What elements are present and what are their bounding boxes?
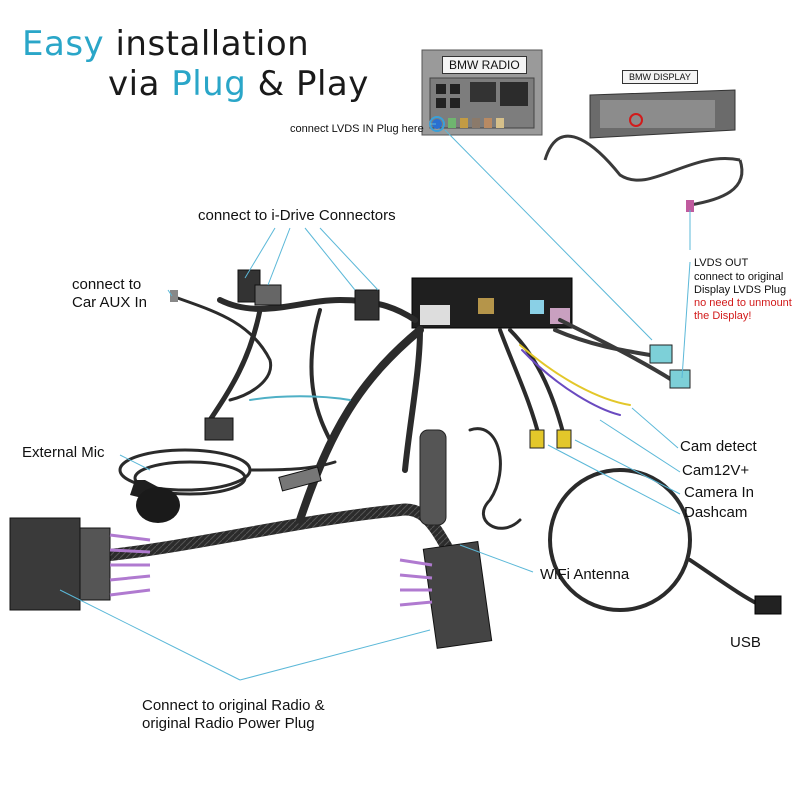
- headline-line-1: Easy installation: [22, 24, 309, 64]
- label-wifi-antenna: WiFi Antenna: [540, 566, 630, 583]
- headline-and-play: & Play: [257, 64, 369, 104]
- headline-easy: Easy: [22, 24, 105, 64]
- lvds-in-port: [432, 119, 442, 129]
- label-usb: USB: [730, 634, 761, 651]
- label-radio-power-1: Connect to original Radio &: [142, 697, 325, 714]
- headline-line-2: via Plug & Play: [108, 64, 369, 104]
- connectors: [9, 269, 782, 649]
- label-radio-power-2: original Radio Power Plug: [142, 715, 315, 732]
- label-aux-2: Car AUX In: [72, 294, 148, 311]
- label-lvds-out-1: LVDS OUT: [694, 257, 749, 269]
- label-cam12v: Cam12V+: [682, 462, 750, 479]
- headline-installation: installation: [115, 24, 310, 64]
- label-dashcam: Dashcam: [684, 504, 748, 521]
- label-lvds-out-warning-2: the Display!: [694, 310, 752, 322]
- headline-via: via: [108, 64, 160, 104]
- cable-harness: [104, 294, 762, 612]
- label-lvds-in: connect LVDS IN Plug here: [290, 123, 424, 135]
- bmw-display-unit: [543, 89, 744, 212]
- headline-plug: Plug: [171, 64, 247, 104]
- label-cam-detect: Cam detect: [680, 438, 757, 455]
- label-lvds-out-warning-1: no need to unmount: [694, 297, 792, 309]
- label-lvds-out-2: connect to original: [694, 271, 784, 283]
- leader-lines: [59, 123, 691, 681]
- display-box-title: BMW DISPLAY: [622, 70, 698, 84]
- label-idrive: connect to i-Drive Connectors: [198, 207, 396, 224]
- radio-box-title: BMW RADIO: [442, 56, 527, 74]
- label-external-mic: External Mic: [22, 444, 105, 461]
- label-lvds-out-3: Display LVDS Plug: [694, 284, 787, 296]
- label-aux-1: connect to: [72, 276, 142, 293]
- label-camera-in: Camera In: [684, 484, 755, 501]
- interface-box: [411, 277, 573, 329]
